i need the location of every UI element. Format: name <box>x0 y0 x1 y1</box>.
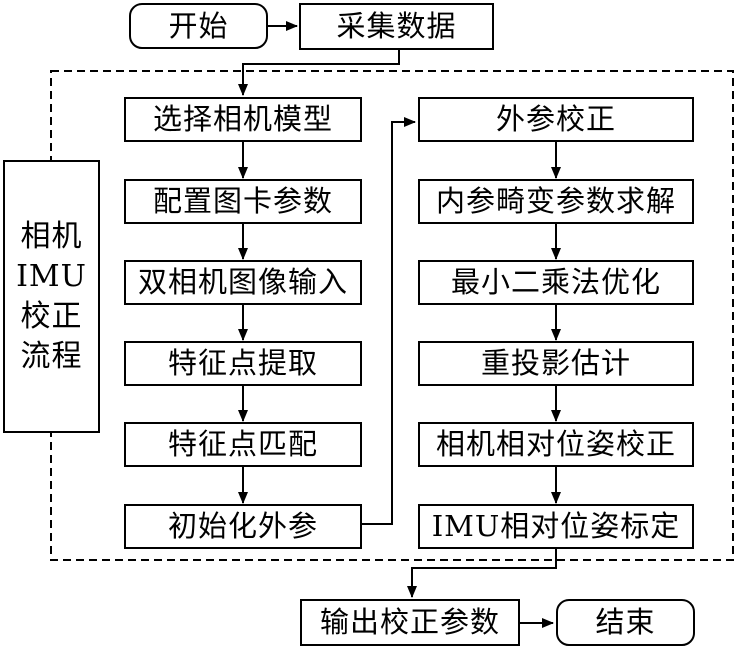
left-step-6: 初始化外参 <box>124 504 362 549</box>
end-node: 结束 <box>556 599 695 646</box>
left-step-3: 双相机图像输入 <box>124 260 362 305</box>
arrow-right-output <box>407 548 557 598</box>
arrow-collect-left <box>238 50 400 96</box>
right-step-6: IMU相对位姿标定 <box>418 504 694 549</box>
side-label-line: 相机 <box>20 218 83 254</box>
collect-data-node: 采集数据 <box>299 3 494 50</box>
right-step-3: 最小二乘法优化 <box>418 260 694 305</box>
start-node: 开始 <box>129 3 268 49</box>
left-step-4: 特征点提取 <box>124 341 362 386</box>
right-step-1: 外参校正 <box>418 97 694 142</box>
right-step-5: 相机相对位姿校正 <box>418 422 694 467</box>
side-label-line: IMU <box>16 258 87 294</box>
output-params-node: 输出校正参数 <box>300 599 520 646</box>
side-label-line: 校正 <box>20 298 83 334</box>
left-step-2: 配置图卡参数 <box>124 179 362 224</box>
right-step-2: 内参畸变参数求解 <box>418 179 694 224</box>
side-label-box: 相机 IMU 校正 流程 <box>3 160 100 433</box>
left-step-1: 选择相机模型 <box>124 97 362 142</box>
left-step-5: 特征点匹配 <box>124 422 362 467</box>
right-step-4: 重投影估计 <box>418 341 694 386</box>
arrow-left-to-right <box>362 117 416 525</box>
side-label-line: 流程 <box>20 338 83 374</box>
